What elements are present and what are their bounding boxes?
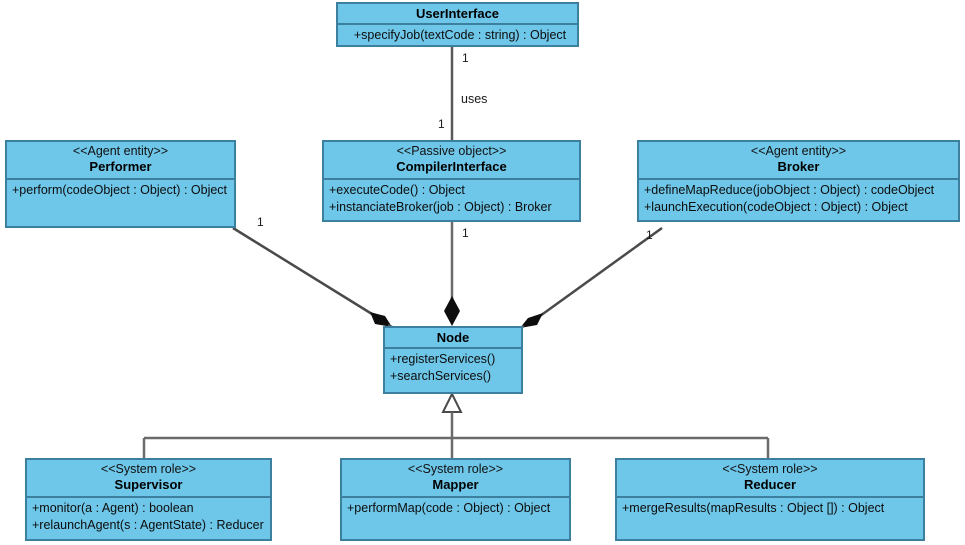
class-reducer-header: <<System role>> Reducer xyxy=(617,460,923,498)
association-label-uses: uses xyxy=(461,92,488,106)
class-supervisor-stereotype: <<System role>> xyxy=(100,462,197,476)
class-userinterface-name: UserInterface xyxy=(415,6,500,21)
class-compilerinterface[interactable]: <<Passive object>> CompilerInterface +ex… xyxy=(322,140,581,222)
multiplicity-performer: 1 xyxy=(257,215,264,229)
operation: +registerServices() xyxy=(390,352,496,366)
multiplicity-userinterface: 1 xyxy=(462,51,469,65)
operation: +mergeResults(mapResults : Object []) : … xyxy=(622,501,885,515)
class-reducer[interactable]: <<System role>> Reducer +mergeResults(ma… xyxy=(615,458,925,541)
class-node[interactable]: Node +registerServices() +searchServices… xyxy=(383,326,523,394)
multiplicity-compilerinterface-bottom: 1 xyxy=(462,226,469,240)
composition-diamond-broker xyxy=(520,313,543,328)
class-node-header: Node xyxy=(385,328,521,349)
class-broker-header: <<Agent entity>> Broker xyxy=(639,142,958,180)
operation: +performMap(code : Object) : Object xyxy=(347,501,551,515)
class-node-name: Node xyxy=(436,330,470,345)
class-performer[interactable]: <<Agent entity>> Performer +perform(code… xyxy=(5,140,236,228)
class-performer-operations: +perform(codeObject : Object) : Object xyxy=(7,180,234,201)
operation: +instanciateBroker(job : Object) : Broke… xyxy=(329,200,552,214)
class-mapper-operations: +performMap(code : Object) : Object xyxy=(342,498,569,519)
class-userinterface-operations: +specifyJob(textCode : string) : Object xyxy=(338,25,577,46)
multiplicity-compilerinterface-top: 1 xyxy=(438,117,445,131)
operation: +searchServices() xyxy=(390,369,492,383)
class-userinterface-header: UserInterface xyxy=(338,4,577,25)
class-performer-name: Performer xyxy=(89,159,152,174)
class-mapper-header: <<System role>> Mapper xyxy=(342,460,569,498)
operation: +defineMapReduce(jobObject : Object) : c… xyxy=(644,183,935,197)
operation: +relaunchAgent(s : AgentState) : Reducer xyxy=(32,518,264,532)
class-supervisor-header: <<System role>> Supervisor xyxy=(27,460,270,498)
class-userinterface[interactable]: UserInterface +specifyJob(textCode : str… xyxy=(336,2,579,47)
class-performer-stereotype: <<Agent entity>> xyxy=(72,144,169,158)
class-compilerinterface-operations: +executeCode() : Object +instanciateBrok… xyxy=(324,180,579,218)
class-supervisor-name: Supervisor xyxy=(114,477,183,492)
operation: +perform(codeObject : Object) : Object xyxy=(12,183,228,197)
edge-broker-node xyxy=(539,226,663,318)
class-broker-name: Broker xyxy=(777,159,820,174)
class-compilerinterface-stereotype: <<Passive object>> xyxy=(396,144,507,158)
class-broker[interactable]: <<Agent entity>> Broker +defineMapReduce… xyxy=(637,140,960,222)
class-mapper-stereotype: <<System role>> xyxy=(407,462,504,476)
operation: +monitor(a : Agent) : boolean xyxy=(32,501,194,515)
class-reducer-operations: +mergeResults(mapResults : Object []) : … xyxy=(617,498,923,519)
operation: +executeCode() : Object xyxy=(329,183,465,197)
operation: +specifyJob(textCode : string) : Object xyxy=(353,28,567,42)
class-compilerinterface-header: <<Passive object>> CompilerInterface xyxy=(324,142,579,180)
operation: +launchExecution(codeObject : Object) : … xyxy=(644,200,908,214)
class-reducer-name: Reducer xyxy=(743,477,797,492)
class-broker-operations: +defineMapReduce(jobObject : Object) : c… xyxy=(639,180,958,218)
multiplicity-broker: 1 xyxy=(646,228,653,242)
class-broker-stereotype: <<Agent entity>> xyxy=(750,144,847,158)
class-node-operations: +registerServices() +searchServices() xyxy=(385,349,521,387)
composition-diamond-performer xyxy=(370,312,392,327)
class-supervisor-operations: +monitor(a : Agent) : boolean +relaunchA… xyxy=(27,498,270,536)
class-performer-header: <<Agent entity>> Performer xyxy=(7,142,234,180)
edge-performer-node xyxy=(232,226,373,316)
class-supervisor[interactable]: <<System role>> Supervisor +monitor(a : … xyxy=(25,458,272,541)
class-mapper-name: Mapper xyxy=(432,477,479,492)
class-reducer-stereotype: <<System role>> xyxy=(722,462,818,476)
generalization-triangle-node xyxy=(441,391,463,413)
class-compilerinterface-name: CompilerInterface xyxy=(396,159,507,174)
class-mapper[interactable]: <<System role>> Mapper +performMap(code … xyxy=(340,458,571,541)
composition-diamond-compilerinterface xyxy=(444,296,460,326)
